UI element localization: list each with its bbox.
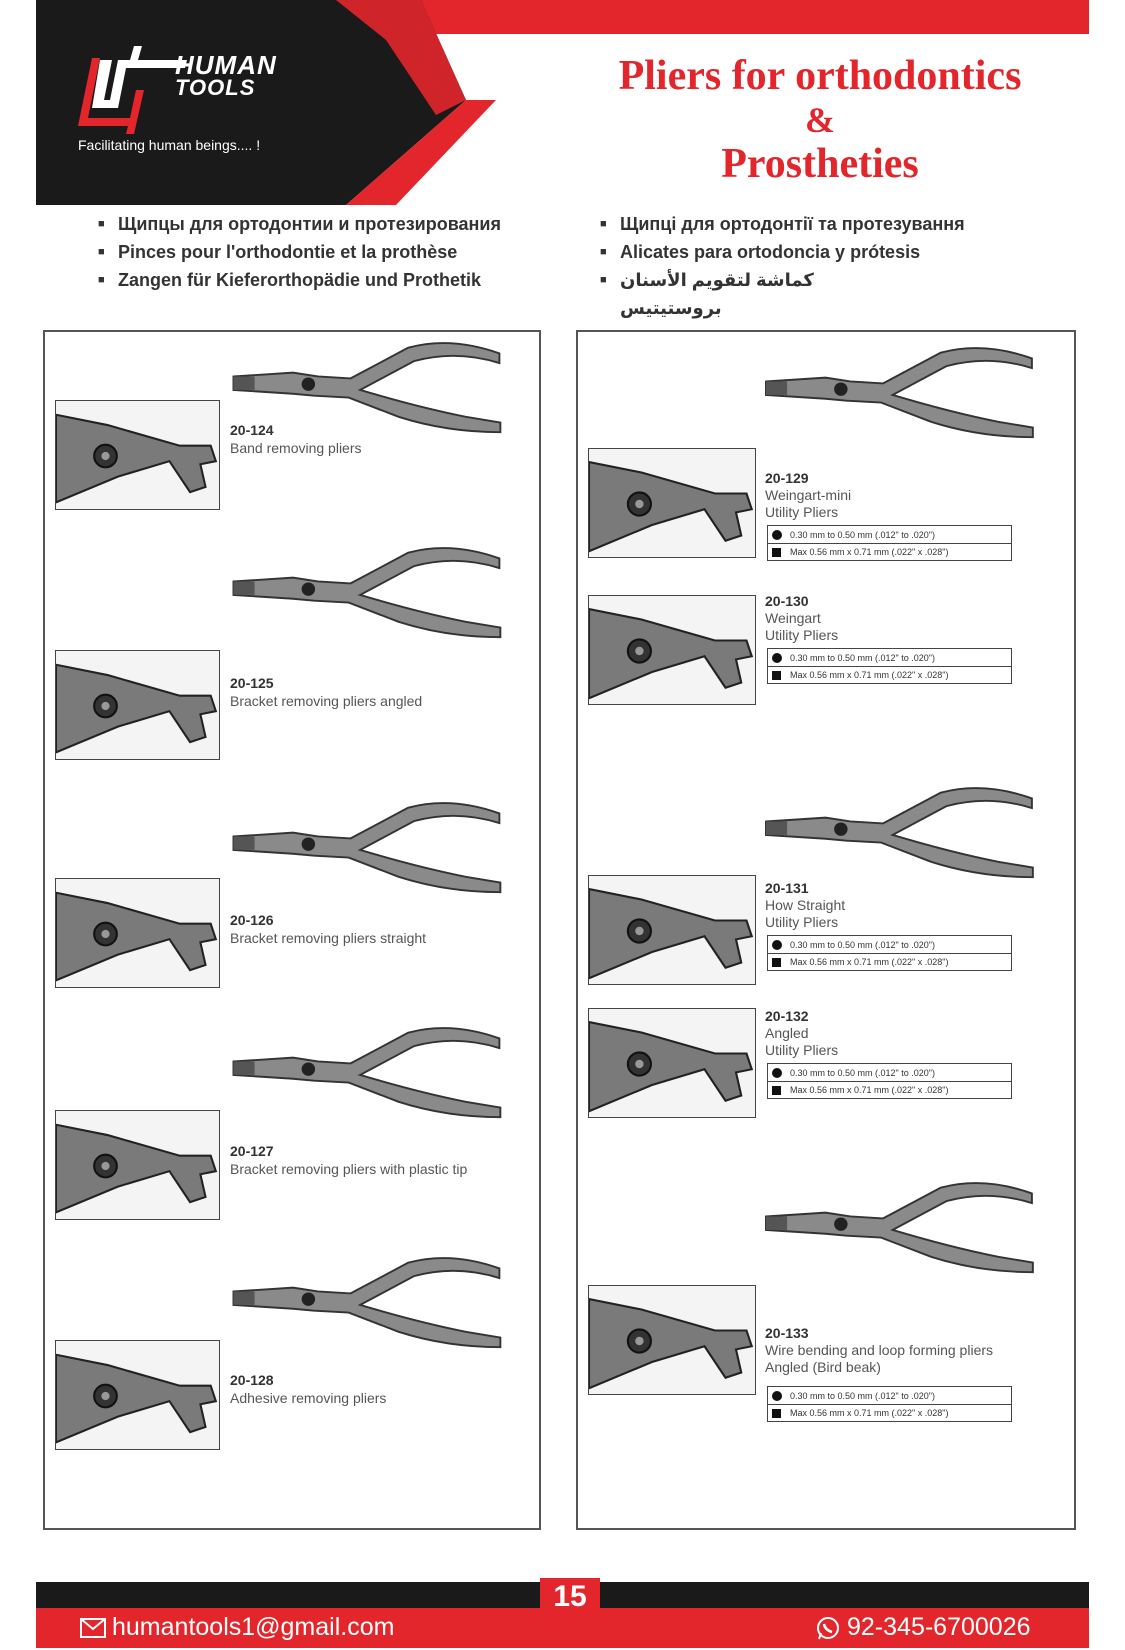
- rect-wire-icon: [772, 547, 781, 557]
- spec-table: 0.30 mm to 0.50 mm (.012" to .020") Max …: [767, 1386, 1012, 1422]
- spec-rect: Max 0.56 mm x 0.71 mm (.022" x .028"): [790, 547, 949, 557]
- plier-image: [225, 545, 505, 641]
- desc-line: Wire bending and loop forming pliers: [765, 1342, 994, 1358]
- plier-image: [755, 345, 1040, 441]
- language-item: Щипці для ортодонтії та протезування: [600, 210, 965, 238]
- spec-round: 0.30 mm to 0.50 mm (.012" to .020"): [790, 529, 935, 540]
- spec-table: 0.30 mm to 0.50 mm (.012" to .020") Max …: [767, 935, 1012, 971]
- zoom-image: [588, 875, 756, 985]
- language-item: Alicates para ortodoncia y prótesis: [600, 238, 965, 266]
- spec-round: 0.30 mm to 0.50 mm (.012" to .020"): [790, 939, 935, 950]
- spec-round: 0.30 mm to 0.50 mm (.012" to .020"): [790, 652, 935, 663]
- product-code: 20-125: [230, 675, 274, 691]
- zoom-image: [55, 1110, 220, 1220]
- plier-image: [225, 1025, 505, 1121]
- product-desc: Band removing pliers: [230, 440, 362, 456]
- desc-line: Utility Pliers: [765, 914, 839, 930]
- spec-table: 0.30 mm to 0.50 mm (.012" to .020") Max …: [767, 648, 1012, 684]
- zoom-image: [588, 1285, 756, 1395]
- whatsapp-icon: [817, 1616, 839, 1639]
- language-list-right: Щипці для ортодонтії та протезування Ali…: [600, 210, 965, 322]
- round-wire-icon: [772, 652, 782, 663]
- desc-line: Utility Pliers: [765, 1042, 839, 1058]
- product-desc: Adhesive removing pliers: [230, 1390, 387, 1406]
- page-title: Pliers for orthodontics & Prostheties: [580, 52, 1060, 188]
- rect-wire-icon: [772, 1085, 781, 1095]
- desc-line: Weingart: [765, 610, 821, 626]
- desc-line: Angled (Bird beak): [765, 1359, 881, 1375]
- round-wire-icon: [772, 1390, 782, 1401]
- spec-rect: Max 0.56 mm x 0.71 mm (.022" x .028"): [790, 670, 949, 680]
- brand-logo-mark: [78, 46, 187, 134]
- product-code: 20-131: [765, 880, 809, 896]
- brand-name-human: HUMAN: [175, 50, 277, 80]
- spec-rect: Max 0.56 mm x 0.71 mm (.022" x .028"): [790, 1408, 949, 1418]
- language-item: كماشة لتقويم الأسنان بروستيتيس: [600, 266, 850, 322]
- product-desc: Wire bending and loop forming pliers Ang…: [765, 1342, 993, 1376]
- footer-email[interactable]: humantools1@gmail.com: [80, 1613, 394, 1642]
- spec-rect: Max 0.56 mm x 0.71 mm (.022" x .028"): [790, 1085, 949, 1095]
- product-code: 20-130: [765, 593, 809, 609]
- product-desc: Bracket removing pliers with plastic tip: [230, 1161, 468, 1177]
- footer-phone[interactable]: 92-345-6700026: [815, 1613, 1031, 1642]
- brand-name-tools: TOOLS: [175, 75, 256, 100]
- brand-tagline: Facilitating human beings.... !: [78, 137, 261, 153]
- language-item: Щипцы для ортодонтии и протезирования: [98, 210, 501, 238]
- zoom-image: [588, 448, 756, 558]
- plier-image: [755, 785, 1040, 881]
- product-desc: How Straight Utility Pliers: [765, 897, 845, 931]
- product-code: 20-127: [230, 1143, 274, 1159]
- plier-image: [225, 1255, 505, 1351]
- title-line-2: &: [805, 100, 835, 140]
- desc-line: How Straight: [765, 897, 846, 913]
- header-dark-banner: [36, 0, 496, 205]
- zoom-image: [588, 1008, 756, 1118]
- round-wire-icon: [772, 529, 782, 540]
- product-desc: Bracket removing pliers angled: [230, 693, 423, 709]
- product-code: 20-128: [230, 1372, 274, 1388]
- zoom-image: [55, 878, 220, 988]
- zoom-image: [55, 400, 220, 510]
- product-desc: Angled Utility Pliers: [765, 1025, 838, 1059]
- title-line-1: Pliers for orthodontics: [618, 53, 1022, 99]
- desc-line: Angled: [765, 1025, 809, 1041]
- product-code: 20-126: [230, 912, 274, 928]
- desc-line: Weingart-mini: [765, 487, 852, 503]
- phone-text: 92-345-6700026: [847, 1613, 1031, 1641]
- product-code: 20-132: [765, 1008, 809, 1024]
- product-desc: Weingart-mini Utility Pliers: [765, 487, 851, 521]
- email-text: humantools1@gmail.com: [112, 1613, 395, 1641]
- rect-wire-icon: [772, 670, 781, 680]
- title-line-3: Prostheties: [721, 141, 919, 187]
- product-code: 20-133: [765, 1325, 809, 1341]
- plier-image: [225, 800, 505, 896]
- plier-image: [755, 1180, 1040, 1276]
- rect-wire-icon: [772, 1408, 781, 1418]
- spec-table: 0.30 mm to 0.50 mm (.012" to .020") Max …: [767, 525, 1012, 561]
- spec-table: 0.30 mm to 0.50 mm (.012" to .020") Max …: [767, 1063, 1012, 1099]
- rect-wire-icon: [772, 957, 781, 967]
- language-item: Pinces pour l'orthodontie et la prothèse: [98, 238, 501, 266]
- round-wire-icon: [772, 939, 782, 950]
- product-desc: Bracket removing pliers straight: [230, 930, 427, 946]
- product-code: 20-124: [230, 422, 274, 438]
- zoom-image: [55, 1340, 220, 1450]
- spec-round: 0.30 mm to 0.50 mm (.012" to .020"): [790, 1067, 935, 1078]
- desc-line: Utility Pliers: [765, 627, 839, 643]
- product-desc: Weingart Utility Pliers: [765, 610, 838, 644]
- round-wire-icon: [772, 1067, 782, 1078]
- spec-rect: Max 0.56 mm x 0.71 mm (.022" x .028"): [790, 957, 949, 967]
- spec-round: 0.30 mm to 0.50 mm (.012" to .020"): [790, 1390, 935, 1401]
- language-list-left: Щипцы для ортодонтии и протезирования Pi…: [98, 210, 501, 294]
- product-code: 20-129: [765, 470, 809, 486]
- zoom-image: [55, 650, 220, 760]
- zoom-image: [588, 595, 756, 705]
- mail-icon: [80, 1617, 106, 1638]
- page-number: 15: [553, 1580, 587, 1613]
- page-number-tab: [540, 1578, 600, 1626]
- language-item: Zangen für Kieferorthopädie und Protheti…: [98, 266, 501, 294]
- desc-line: Utility Pliers: [765, 504, 839, 520]
